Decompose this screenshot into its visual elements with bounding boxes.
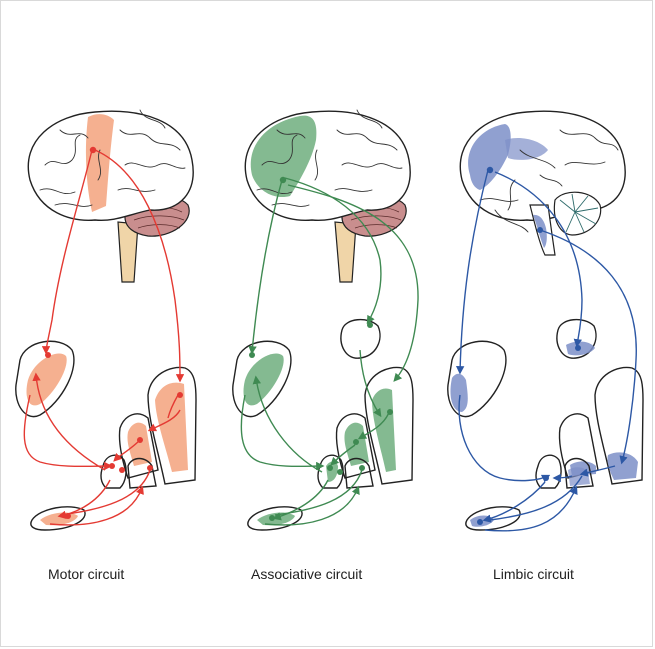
associative-circuit	[232, 109, 419, 531]
associative-thalamus	[317, 454, 344, 489]
motor-globus-pallidus	[118, 413, 159, 479]
associative-snr	[344, 457, 374, 489]
associative-circuit-label: Associative circuit	[251, 566, 363, 582]
associative-path-thalamus-to-cortex	[252, 375, 323, 473]
motor-brainstem-target	[30, 506, 86, 531]
motor-path-cortex-to-putamen	[94, 149, 185, 383]
limbic-brainstem-target	[465, 506, 521, 531]
associative-globus-pallidus	[335, 413, 376, 479]
motor-thalamus	[100, 454, 127, 489]
associative-prefrontal-cortex	[250, 115, 317, 198]
limbic-putamen	[594, 366, 644, 485]
limbic-circuit-label: Limbic circuit	[493, 566, 574, 582]
limbic-path-cortex-to-caudate	[494, 171, 583, 348]
limbic-snr	[564, 457, 594, 489]
limbic-cortex-region	[468, 124, 511, 190]
motor-cortex-strip	[85, 114, 114, 212]
motor-circuit	[15, 109, 197, 531]
motor-cortical-target	[15, 340, 75, 418]
associative-path-cortex-to-putamen	[287, 184, 419, 382]
motor-snr	[127, 457, 157, 489]
motor-path-thalamus-to-cortex	[32, 372, 106, 471]
motor-putamen	[147, 366, 197, 485]
limbic-thalamus	[535, 454, 562, 489]
associative-path-cortex-to-caudate	[284, 177, 382, 325]
limbic-circuit	[447, 110, 644, 532]
associative-caudate-oval	[340, 319, 381, 359]
limbic-path-return	[458, 394, 551, 483]
limbic-cortical-target	[447, 340, 507, 418]
associative-path-return	[240, 394, 325, 471]
associative-cortical-target	[232, 340, 292, 418]
motor-circuit-label: Motor circuit	[48, 566, 125, 582]
associative-putamen	[364, 366, 414, 485]
associative-brainstem-target	[247, 506, 303, 531]
limbic-path-cortex-down	[455, 169, 489, 375]
motor-path-return	[23, 394, 113, 471]
associative-path-cortex-down	[248, 179, 283, 355]
motor-path-cortex-down	[41, 149, 93, 355]
limbic-path-cortex-to-ventral-striatum	[539, 229, 637, 465]
